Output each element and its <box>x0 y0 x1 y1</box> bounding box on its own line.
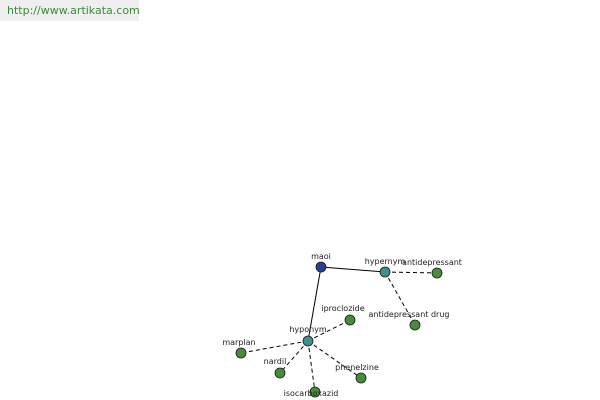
node-iproclozide[interactable] <box>344 314 356 326</box>
node-label-iproclozide[interactable]: iproclozide <box>321 304 364 313</box>
node-label-antidepressant[interactable]: antidepressant <box>402 258 462 267</box>
node-label-phenelzine[interactable]: phenelzine <box>335 363 379 372</box>
edge-hyponym-phenelzine <box>307 340 362 379</box>
edge-maoi-hyponym <box>307 266 322 342</box>
node-phenelzine[interactable] <box>355 372 367 384</box>
node-label-hypernym[interactable]: hypernym <box>365 257 406 266</box>
node-maoi[interactable] <box>315 261 327 273</box>
graph-edges <box>240 266 438 393</box>
node-hyponym[interactable] <box>302 335 314 347</box>
node-isocarboxazid[interactable] <box>309 386 321 398</box>
node-antidepressant[interactable] <box>431 267 443 279</box>
node-nardil[interactable] <box>274 367 286 379</box>
node-antidepressant-drug[interactable] <box>409 319 421 331</box>
edge-hypernym-antidepressant <box>384 271 438 274</box>
edge-hyponym-nardil <box>279 340 309 374</box>
edge-hyponym-marplan <box>240 340 309 354</box>
node-label-marplan[interactable]: marplan <box>222 338 255 347</box>
graph-labels: maoi hypernym hyponym antidepressant antidep… <box>222 252 462 398</box>
edge-maoi-hypernym <box>320 266 386 273</box>
graph-nodes <box>235 261 443 398</box>
node-label-maoi[interactable]: maoi <box>311 252 331 261</box>
node-marplan[interactable] <box>235 347 247 359</box>
edge-hyponym-isocarboxazid <box>307 340 316 393</box>
node-label-hyponym[interactable]: hyponym <box>289 325 327 334</box>
site-url-link[interactable]: http://www.artikata.com <box>0 0 140 21</box>
node-label-antidepressant-drug[interactable]: antidepressant drug <box>369 310 450 319</box>
node-label-isocarboxazid[interactable]: isocarboxazid <box>284 389 339 398</box>
edge-hyponym-iproclozide <box>307 319 351 342</box>
edge-hypernym-antidepressant-drug <box>384 271 416 326</box>
node-label-nardil[interactable]: nardil <box>264 357 287 366</box>
node-hypernym[interactable] <box>379 266 391 278</box>
